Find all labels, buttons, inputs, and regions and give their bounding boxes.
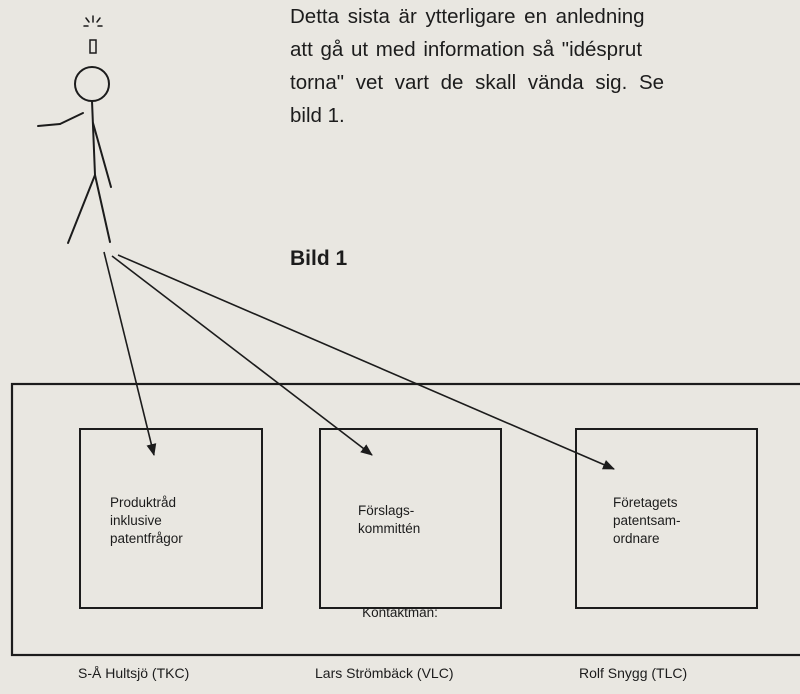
- arrow-to-patentsamordnare: [117, 254, 615, 470]
- box-label-patentsamordnare: Företagets patentsam- ordnare: [613, 495, 681, 546]
- idea-spark-icon: [83, 15, 103, 54]
- contact-snygg: Rolf Snygg (TLC): [579, 665, 688, 681]
- paragraph-line: torna" vet vart de skall vända sig. Se: [290, 71, 665, 94]
- contact-strombeck: Lars Strömbäck (VLC): [315, 665, 454, 681]
- arrow-to-produktrad: [103, 251, 157, 456]
- figure-heading: Bild 1: [290, 247, 348, 270]
- box-label-produktrad: Produktråd inklusive patentfrågor: [110, 495, 183, 546]
- arrows: [103, 251, 615, 470]
- paragraph-line: Detta sista är ytterligare en anledning: [290, 5, 645, 28]
- box-patentsamordnare: [575, 428, 758, 609]
- stick-figure-icon: [37, 15, 112, 244]
- contact-hultsjo: S-Å Hultsjö (TKC): [78, 665, 190, 681]
- box-produktrad: [79, 428, 263, 609]
- paragraph-line: bild 1.: [290, 104, 345, 127]
- box-label-forslagskommitten: Förslags- kommittén: [358, 503, 421, 536]
- paragraph-line: att gå ut med information så "idésprut: [290, 38, 643, 61]
- box-forslagskommitten: [319, 428, 502, 609]
- body-paragraph: Detta sista är ytterligare en anledning …: [290, 0, 800, 132]
- outer-frame: [10, 382, 800, 657]
- contacts-caption: Kontaktmän:: [362, 605, 438, 620]
- arrow-to-forslagskommitten: [111, 255, 373, 456]
